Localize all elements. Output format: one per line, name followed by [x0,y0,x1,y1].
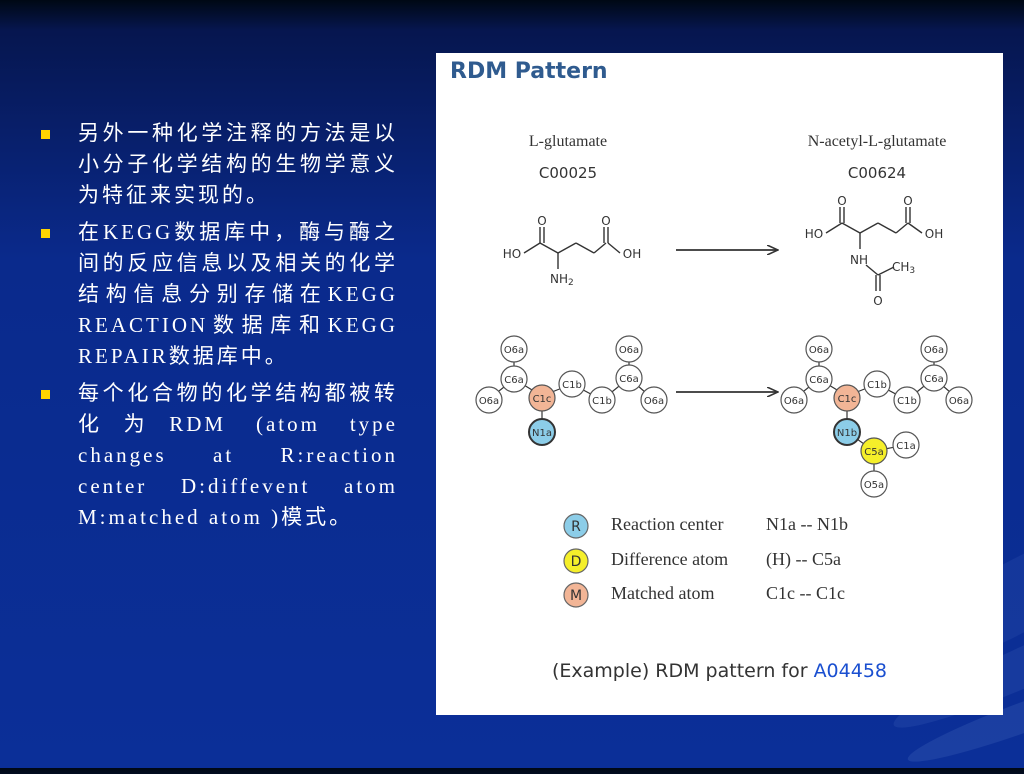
right-molecule-structure [825,207,923,291]
figure-caption: (Example) RDM pattern for A04458 [436,660,1003,682]
graph-node: O5a [860,470,888,498]
atom-label-ch3: CH3 [892,260,915,276]
bullet-list: 另外一种化学注释的方法是以小分子化学结构的生物学意义为特征来实现的。 在KEGG… [40,118,398,539]
svg-text:C6a: C6a [619,374,638,385]
bullet-text: 在KEGG数据库中，酶与酶之间的反应信息以及相关的化学结构信息分别存储在KEGG… [78,220,398,368]
graph-node: C6a [615,364,643,392]
legend-swatch-m [563,582,589,608]
reaction-link[interactable]: A04458 [813,660,888,682]
svg-text:C1c: C1c [838,394,857,405]
atom-label-ho: HO [805,227,823,241]
legend-value: N1a -- N1b [766,514,848,534]
svg-text:C6a: C6a [924,374,943,385]
left-compound-name: L-glutamate [529,133,607,150]
graph-node: O6a [500,335,528,363]
graph-node: C1b [893,386,921,414]
svg-text:N1b: N1b [837,428,857,439]
atom-label-ho: HO [503,247,521,261]
atom-label-o: O [601,214,610,228]
right-compound-id: C00624 [848,164,906,182]
graph-node: C6a [500,365,528,393]
svg-text:C1b: C1b [592,396,612,407]
legend-value: (H) -- C5a [766,549,841,569]
svg-text:C1c: C1c [533,394,552,405]
bullet-square-icon [41,130,50,139]
graph-node: O6a [640,386,668,414]
svg-text:N1a: N1a [532,428,552,439]
legend-symbol: D [571,554,582,570]
panel-title: RDM Pattern [450,59,608,84]
graph-node-matched: C1c [528,384,556,412]
graph-node: C1b [588,386,616,414]
legend-symbol: M [570,588,582,604]
bullet-text: 每个化合物的化学结构都被转化为RDM (atom type changes at… [78,381,398,529]
legend-symbol: R [571,519,581,535]
graph-node: C6a [805,365,833,393]
atom-label-o: O [903,194,912,208]
svg-text:O6a: O6a [924,345,944,356]
graph-node: O6a [475,386,503,414]
bullet-text: 另外一种化学注释的方法是以小分子化学结构的生物学意义为特征来实现的。 [78,121,398,207]
atom-label-oh: OH [623,247,641,261]
legend-item-matched-atom: M [563,582,589,608]
legend-item-difference-atom: D [563,548,589,574]
graph-node: C1b [863,370,891,398]
legend: R D M [563,513,589,608]
legend-label: Reaction center [611,514,724,534]
graph-node: C1b [558,370,586,398]
graph-node: O6a [780,386,808,414]
svg-text:C1b: C1b [562,380,582,391]
atom-label-nh: NH [850,253,868,267]
atom-label-o: O [873,294,882,308]
graph-node: O6a [615,335,643,363]
graph-node: O6a [920,335,948,363]
svg-text:O6a: O6a [644,396,664,407]
svg-text:O6a: O6a [619,345,639,356]
svg-text:O6a: O6a [784,396,804,407]
right-compound-name: N-acetyl-L-glutamate [808,133,947,150]
svg-text:C1b: C1b [897,396,917,407]
bullet-square-icon [41,229,50,238]
graph-node: C1a [892,431,920,459]
graph-node: O6a [805,335,833,363]
atom-label-oh: OH [925,227,943,241]
graph-node: O6a [945,386,973,414]
bullet-item: 每个化合物的化学结构都被转化为RDM (atom type changes at… [40,378,398,533]
svg-text:C1b: C1b [867,380,887,391]
legend-swatch-r [563,513,589,539]
svg-text:C5a: C5a [864,447,883,458]
legend-swatch-d [563,548,589,574]
legend-value: C1c -- C1c [766,583,845,603]
graph-node-reaction-center: N1a [528,418,556,446]
legend-item-reaction-center: R [563,513,589,539]
svg-text:O6a: O6a [809,345,829,356]
svg-text:C6a: C6a [504,375,523,386]
bullet-item: 另外一种化学注释的方法是以小分子化学结构的生物学意义为特征来实现的。 [40,118,398,211]
rdm-figure: L-glutamate N-acetyl-L-glutamate C00025 … [475,133,973,608]
svg-text:O5a: O5a [864,480,884,491]
legend-label: Matched atom [611,583,715,603]
graph-node-matched: C1c [833,384,861,412]
svg-text:O6a: O6a [479,396,499,407]
bullet-item: 在KEGG数据库中，酶与酶之间的反应信息以及相关的化学结构信息分别存储在KEGG… [40,217,398,372]
left-molecule-structure [523,227,621,269]
bullet-square-icon [41,390,50,399]
svg-text:C1a: C1a [896,441,915,452]
legend-label: Difference atom [611,549,729,569]
svg-text:O6a: O6a [949,396,969,407]
graph-node: C6a [920,364,948,392]
atom-label-nh2: NH2 [550,272,574,288]
left-compound-id: C00025 [539,164,597,182]
atom-label-o: O [837,194,846,208]
svg-text:O6a: O6a [504,345,524,356]
graph-node-difference: C5a [860,437,888,465]
caption-text: (Example) RDM pattern for [551,660,814,682]
svg-text:C6a: C6a [809,375,828,386]
rdm-pattern-panel: RDM Pattern L-glutamate N-acetyl-L-gluta… [436,53,1003,715]
atom-label-o: O [537,214,546,228]
graph-node-reaction-center: N1b [833,418,861,446]
